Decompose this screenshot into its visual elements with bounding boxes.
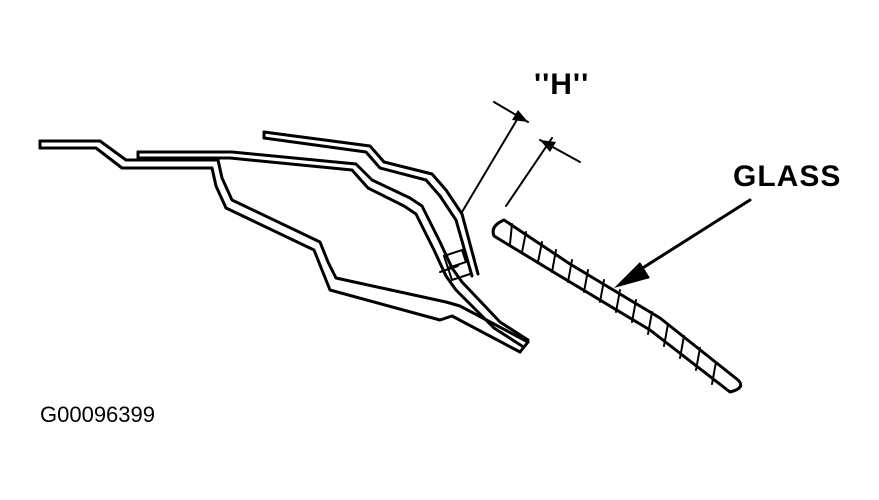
- glass-pointer-arrow: [614, 198, 752, 288]
- glass-edge: [491, 218, 743, 394]
- dimension-h-indicator: [461, 101, 581, 213]
- molding-upper-edge: [136, 150, 530, 348]
- retainer-clip: [439, 248, 471, 282]
- glass-hatching: [509, 223, 717, 385]
- dimension-h-label: ''H'': [534, 68, 590, 101]
- body-panel-flange: [38, 139, 530, 354]
- glass-label: GLASS: [733, 160, 842, 193]
- molding-top-lip: [262, 130, 480, 278]
- figure-id: G00096399: [40, 402, 155, 427]
